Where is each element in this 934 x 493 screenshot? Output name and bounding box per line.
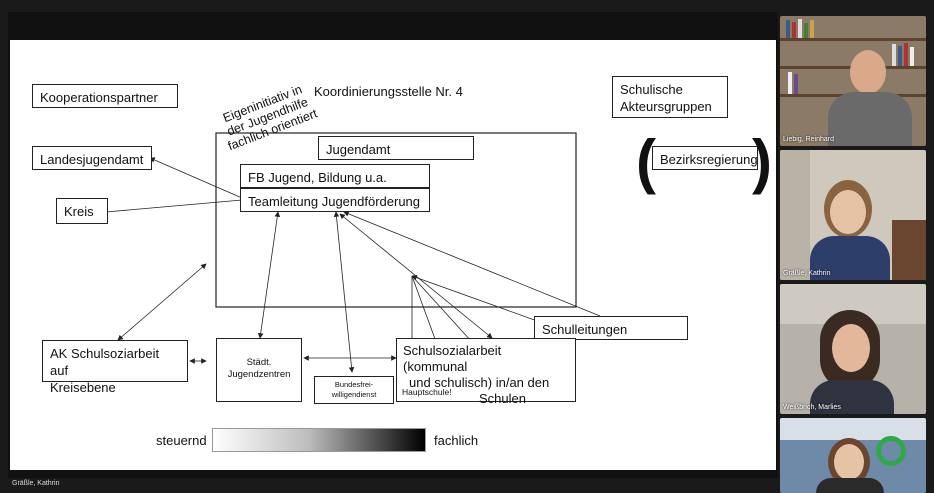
- schulische-line1: Schulische: [620, 82, 683, 97]
- ak-line1: AK Schulsoziarbeit auf: [50, 346, 160, 378]
- bfd-line1: Bundesfrei-: [334, 380, 374, 389]
- bundesfreiwilligendienst-box: Bundesfrei- willigendienst: [314, 376, 394, 404]
- schulsozial-line3: Schulen: [479, 391, 526, 406]
- diagram-connectors: [105, 132, 601, 381]
- staedt-line1: Städt.: [246, 357, 272, 368]
- kooperationspartner-box: Kooperationspartner: [32, 84, 178, 108]
- kreis-box: Kreis: [56, 198, 108, 224]
- participant-name-2: Gräßle, Kathrin: [783, 270, 831, 277]
- fachlich-label: fachlich: [434, 433, 479, 448]
- paren-close: ): [752, 128, 772, 195]
- steuernd-label: steuernd: [156, 433, 207, 448]
- jugendamt-box: Jugendamt: [318, 136, 474, 160]
- participant-name-3: Weißbrich, Marlies: [783, 404, 841, 411]
- presenter-name-label: Gräßle, Kathrin: [12, 480, 60, 487]
- ak-line2: Kreisebene: [50, 380, 116, 395]
- participant-tile-1[interactable]: Liebig, Reinhard: [780, 16, 926, 146]
- presentation-slide: Kooperationspartner Koordinierungsstelle…: [10, 40, 776, 470]
- bezirksregierung-box: Bezirksregierung: [652, 146, 758, 170]
- schulsozial-line1: Schulsozialarbeit (kommunal: [403, 343, 502, 374]
- schulsozialarbeit-box: Schulsozialarbeit (kommunal und schulisc…: [396, 338, 576, 406]
- staedt-line2: Jugendzentren: [227, 369, 291, 380]
- participant-gallery: Liebig, Reinhard Gräßle, Kathrin Weißbri…: [780, 14, 928, 493]
- shared-screen: Kooperationspartner Koordinierungsstelle…: [8, 12, 778, 478]
- participant-tile-4[interactable]: [780, 418, 926, 493]
- fb-jugend-box: FB Jugend, Bildung u.a.: [240, 164, 430, 188]
- schulische-line2: Akteursgruppen: [620, 99, 712, 114]
- hauptschule-note: Hauptschule!: [402, 387, 452, 397]
- participant-tile-2[interactable]: Gräßle, Kathrin: [780, 150, 926, 280]
- schulleitungen-box: Schulleitungen: [534, 316, 688, 340]
- bfd-line2: willigendienst: [331, 390, 377, 399]
- ak-schulsozialarbeit-box: AK Schulsoziarbeit auf Kreisebene: [42, 340, 188, 395]
- meeting-top-bar: [0, 0, 934, 10]
- staedt-jugendzentren-box: Städt. Jugendzentren: [216, 338, 302, 402]
- schulsozial-line2: und schulisch) in/an den: [409, 375, 550, 390]
- steuernd-fachlich-gradient: [212, 428, 426, 452]
- participant-tile-3[interactable]: Weißbrich, Marlies: [780, 284, 926, 414]
- koordinierungsstelle-title: Koordinierungsstelle Nr. 4: [314, 84, 463, 99]
- teamleitung-box: Teamleitung Jugendförderung: [240, 188, 430, 212]
- landesjugendamt-box: Landesjugendamt: [32, 146, 152, 170]
- participant-name-1: Liebig, Reinhard: [783, 136, 834, 143]
- schulische-akteursgruppen-box: Schulische Akteursgruppen: [612, 76, 728, 118]
- paren-open: (: [636, 128, 656, 195]
